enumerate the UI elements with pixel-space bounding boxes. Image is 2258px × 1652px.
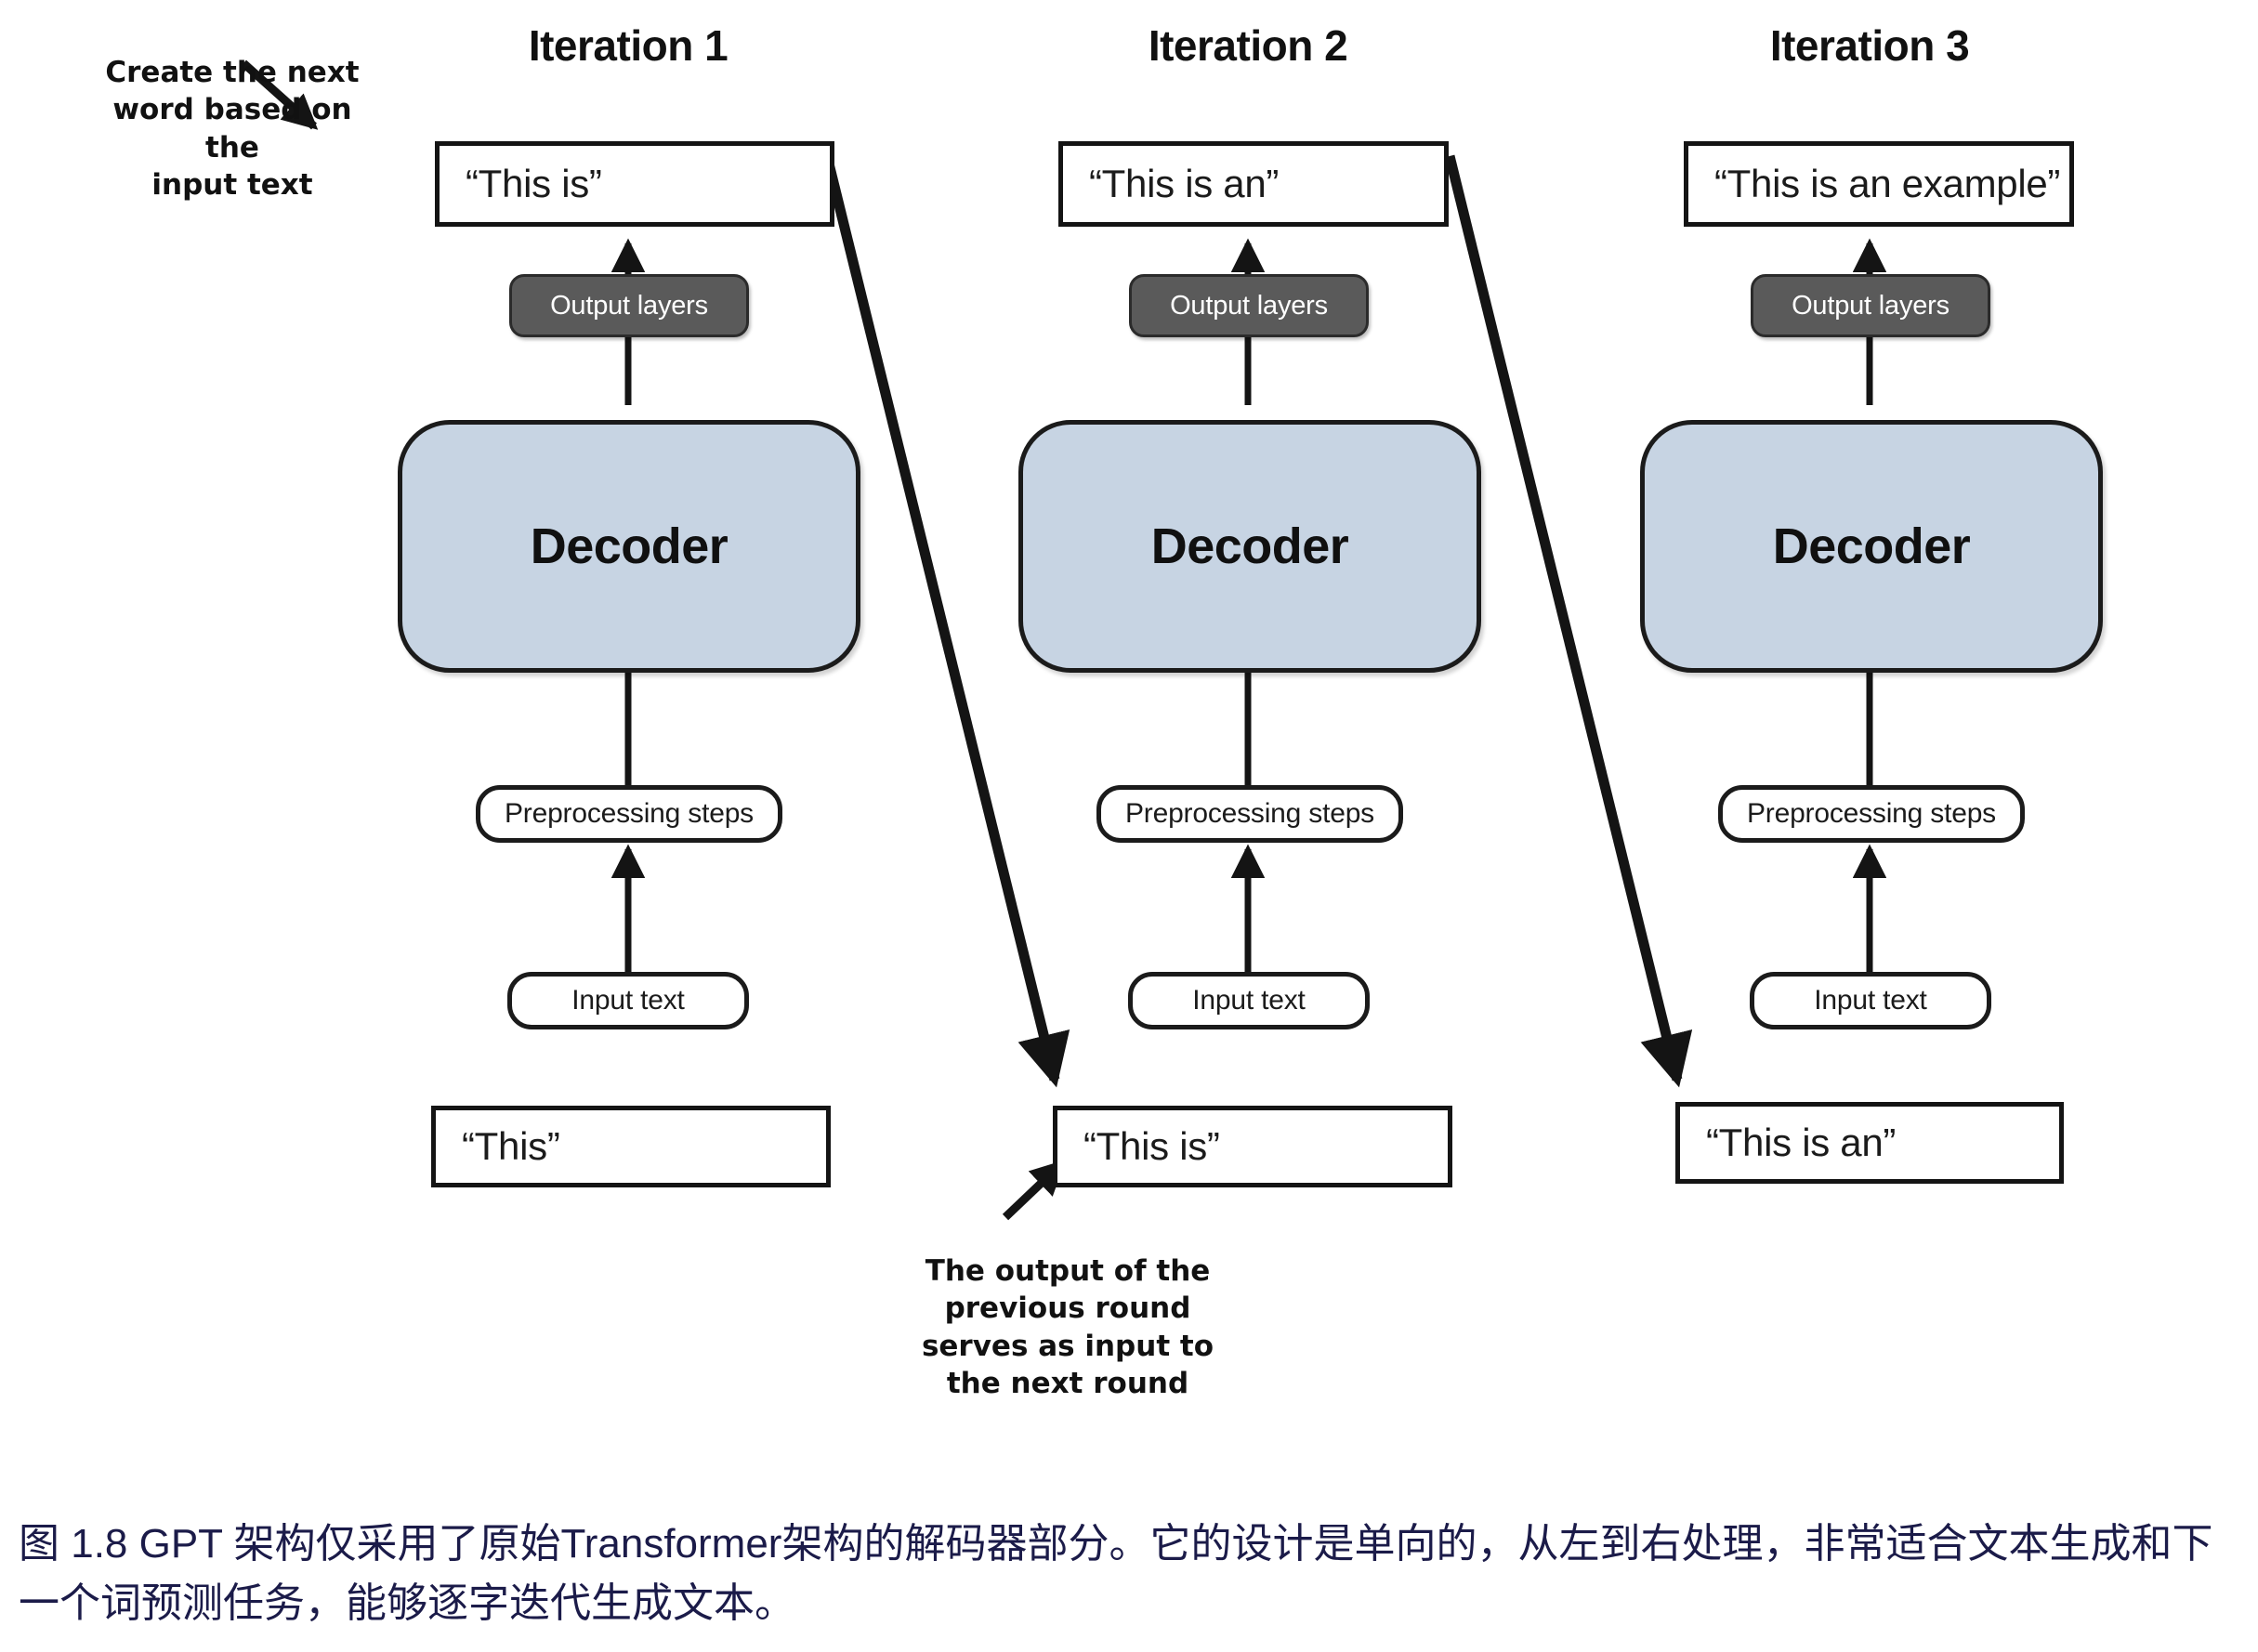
output-text-box-iteration-2: “This is an” bbox=[1058, 141, 1449, 227]
figure-caption: 图 1.8 GPT 架构仅采用了原始Transformer架构的解码器部分。它的… bbox=[19, 1521, 2213, 1626]
input-text-value-iteration-3: “This is an” bbox=[1675, 1102, 2064, 1184]
decoder-block-iteration-2: Decoder bbox=[1018, 420, 1481, 673]
column-title-iteration-1: Iteration 1 bbox=[528, 21, 729, 70]
output-layers-block-iteration-2: Output layers bbox=[1129, 274, 1369, 337]
decoder-block-iteration-1: Decoder bbox=[398, 420, 860, 673]
column-title-iteration-3: Iteration 3 bbox=[1769, 21, 1970, 70]
preprocessing-steps-iteration-3: Preprocessing steps bbox=[1718, 785, 2025, 843]
annotation-bottom-line-1: The output of the bbox=[925, 1254, 1211, 1288]
annotation-create-next-word: Create the next word based on the input … bbox=[93, 54, 372, 203]
output-text-box-iteration-3: “This is an example” bbox=[1684, 141, 2074, 227]
input-text-block-iteration-3: Input text bbox=[1750, 972, 1991, 1029]
annotation-bottom-line-3: serves as input to bbox=[921, 1329, 1214, 1363]
input-text-value-iteration-2: “This is” bbox=[1053, 1106, 1452, 1187]
annotation-output-serves-as-input: The output of the previous round serves … bbox=[883, 1252, 1253, 1402]
input-text-block-iteration-1: Input text bbox=[507, 972, 749, 1029]
annotation-bottom-line-2: previous round bbox=[944, 1291, 1191, 1326]
decoder-block-iteration-3: Decoder bbox=[1640, 420, 2103, 673]
input-text-value-iteration-1: “This” bbox=[431, 1106, 831, 1187]
annotation-bottom-line-4: the next round bbox=[946, 1366, 1189, 1400]
output-text-box-iteration-1: “This is” bbox=[435, 141, 834, 227]
preprocessing-steps-iteration-2: Preprocessing steps bbox=[1096, 785, 1403, 843]
annotation-line-1: Create the next bbox=[105, 56, 360, 89]
preprocessing-steps-iteration-1: Preprocessing steps bbox=[476, 785, 782, 843]
input-text-block-iteration-2: Input text bbox=[1128, 972, 1370, 1029]
output-layers-block-iteration-1: Output layers bbox=[509, 274, 749, 337]
annotation-line-3: input text bbox=[151, 167, 313, 202]
output-layers-block-iteration-3: Output layers bbox=[1751, 274, 1990, 337]
annotation-line-2: word based on the bbox=[112, 93, 352, 164]
column-title-iteration-2: Iteration 2 bbox=[1148, 21, 1348, 70]
